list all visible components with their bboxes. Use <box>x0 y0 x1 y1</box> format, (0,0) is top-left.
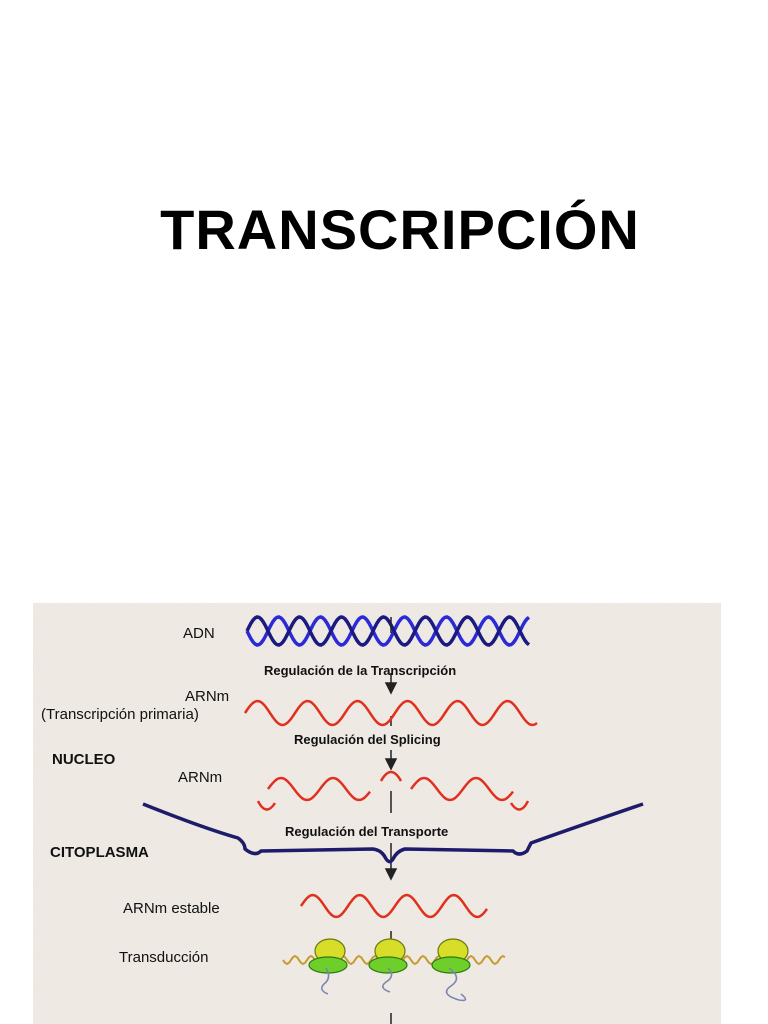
label-arnm-estable: ARNm estable <box>123 900 220 917</box>
rna-exon-middle <box>379 770 403 782</box>
step-transport-regulation: Regulación del Transporte <box>285 824 449 839</box>
step-transcription-regulation: Regulación de la Transcripción <box>264 663 457 678</box>
label-nucleo: NUCLEO <box>52 751 116 768</box>
rna-intron-left <box>256 800 277 811</box>
arrow-head-3 <box>384 868 398 881</box>
rna-exon-left <box>267 776 371 802</box>
rna-intron-right <box>509 800 530 811</box>
nuclear-membrane <box>142 802 644 864</box>
rna-primary-transcript <box>243 699 538 727</box>
slide-title: TRANSCRIPCIÓN <box>160 198 640 261</box>
label-transduccion: Transducción <box>119 949 209 966</box>
ribosome-3 <box>431 938 471 1002</box>
ribosome-1 <box>308 938 348 995</box>
diagram-graphic <box>33 603 721 1024</box>
ribosomes <box>308 938 471 1002</box>
label-citoplasma: CITOPLASMA <box>50 844 149 861</box>
rna-spliced <box>256 770 530 811</box>
ribosome-2 <box>368 938 408 993</box>
rna-stable <box>299 893 489 919</box>
arrow-head-2 <box>384 758 398 771</box>
label-arnm-spliced: ARNm <box>178 769 223 786</box>
rna-exon-right <box>410 776 514 802</box>
dna-strand-b <box>245 615 531 647</box>
label-adn: ADN <box>183 625 215 642</box>
arrow-head-1 <box>384 682 398 695</box>
gene-expression-diagram: ADN Regulación de la Transcripción ARNm … <box>33 603 721 1024</box>
step-splicing-regulation: Regulación del Splicing <box>294 732 441 747</box>
label-transcripcion-primaria: (Transcripción primaria) <box>41 706 199 723</box>
dna-helix <box>245 615 531 647</box>
label-arnm-primary: ARNm <box>185 688 230 705</box>
dna-strand-a <box>245 615 531 647</box>
